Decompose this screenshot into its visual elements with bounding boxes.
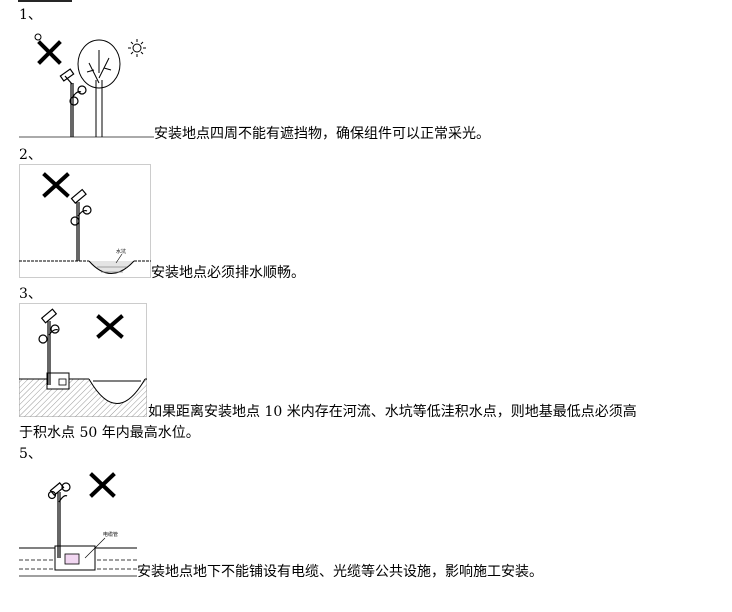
item-3-text-line2: 于积水点 50 年内最高水位。 — [19, 425, 200, 441]
item-5-number: 5、 — [19, 446, 42, 462]
item-5-text: 安装地点地下不能铺设有电缆、光缆等公共设施，影响施工安装。 — [137, 564, 543, 580]
cross-icon — [89, 472, 116, 498]
item-5-illustration — [19, 472, 137, 577]
item-3-illustration — [19, 303, 147, 417]
item-1-number: 1、 — [19, 7, 42, 23]
item-3-number: 3、 — [19, 286, 42, 302]
solar-lamp-icon — [47, 481, 71, 558]
item-2-pit-label: 水坑 — [116, 249, 127, 255]
item-5-cable-label: 电缆管 — [103, 532, 119, 538]
tree-icon — [77, 39, 121, 137]
item-1-text: 安装地点四周不能有遮挡物，确保组件可以正常采光。 — [154, 126, 490, 142]
item-1-illustration — [19, 33, 154, 138]
cross-icon — [96, 314, 124, 339]
solar-lamp-icon — [70, 188, 92, 261]
solar-lamp-icon — [59, 68, 87, 137]
item-2-number: 2、 — [19, 147, 42, 163]
solar-lamp-icon — [38, 308, 60, 385]
cross-icon — [37, 40, 62, 65]
sun-icon — [128, 39, 146, 57]
item-3-text-line1: 如果距离安装地点 10 米内存在河流、水坑等低洼积水点，则地基最低点必须高 — [148, 404, 637, 420]
item-2-illustration — [19, 164, 151, 278]
cross-icon — [42, 172, 70, 198]
item-2-text: 安装地点必须排水顺畅。 — [151, 265, 305, 281]
water-pit-icon — [88, 378, 146, 404]
cropped-heading — [18, 0, 78, 3]
